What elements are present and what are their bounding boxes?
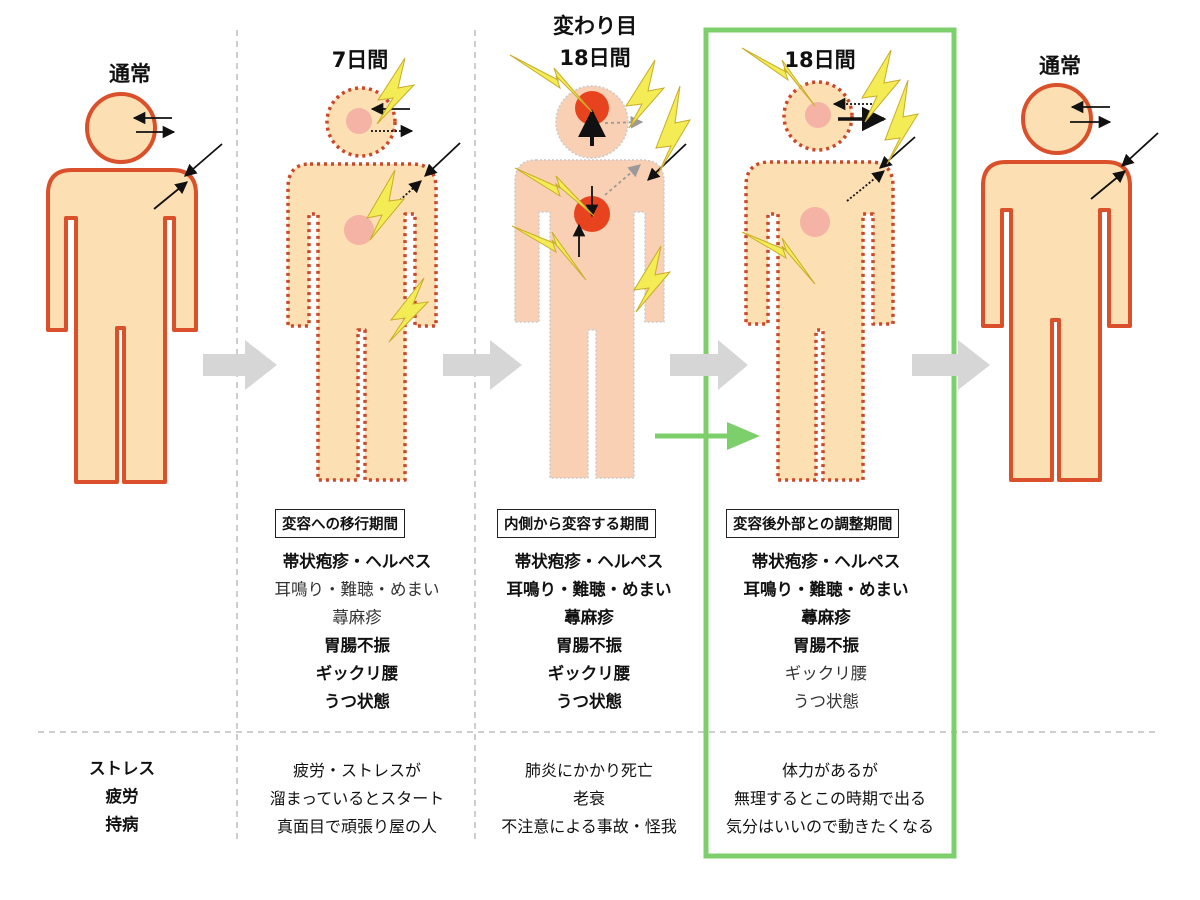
symptom-item: 帯状疱疹・ヘルペス — [469, 548, 709, 576]
heading-transition-top: 変わり目 — [530, 10, 660, 40]
row-labels: ストレス 疲労 持病 — [62, 755, 182, 839]
symptom-item: 胃腸不振 — [237, 632, 477, 660]
row-label-chronic: 持病 — [62, 811, 182, 839]
note-line: 真面目で頑張り屋の人 — [237, 813, 477, 841]
period-label-18days: 変容後外部との調整期間 — [726, 509, 899, 538]
note-line: 無理するとこの時期で出る — [710, 785, 950, 813]
symptom-item: 耳鳴り・難聴・めまい — [237, 576, 477, 604]
figure-18days — [742, 48, 918, 480]
heading-normal-left: 通常 — [80, 58, 180, 88]
period-label-transition: 内側から変容する期間 — [497, 509, 656, 538]
note-line: 老衰 — [469, 785, 709, 813]
heading-normal-right: 通常 — [1010, 50, 1110, 80]
symptom-item: ギックリ腰 — [237, 660, 477, 688]
heading-7days: 7日間 — [305, 44, 415, 74]
note-line: 気分はいいので動きたくなる — [710, 813, 950, 841]
notes-7days: 疲労・ストレスが 溜まっているとスタート 真面目で頑張り屋の人 — [237, 757, 477, 841]
figure-7days — [288, 58, 460, 480]
note-line: 不注意による事故・怪我 — [469, 813, 709, 841]
symptom-item: うつ状態 — [237, 688, 477, 716]
symptom-item: 蕁麻疹 — [237, 604, 477, 632]
note-line: 体力があるが — [710, 757, 950, 785]
symptom-item: うつ状態 — [706, 688, 946, 716]
figure-normal-left — [48, 94, 222, 482]
symptom-item: 帯状疱疹・ヘルペス — [237, 548, 477, 576]
period-label-7days: 変容への移行期間 — [275, 509, 405, 538]
heading-18days: 18日間 — [765, 44, 875, 74]
symptom-item: 胃腸不振 — [469, 632, 709, 660]
symptom-item: 胃腸不振 — [706, 632, 946, 660]
symptom-list-transition: 帯状疱疹・ヘルペス 耳鳴り・難聴・めまい 蕁麻疹 胃腸不振 ギックリ腰 うつ状態 — [469, 548, 709, 716]
figure-transition — [510, 55, 690, 478]
notes-transition: 肺炎にかかり死亡 老衰 不注意による事故・怪我 — [469, 757, 709, 841]
symptom-item: 蕁麻疹 — [706, 604, 946, 632]
heading-transition: 18日間 — [530, 42, 660, 72]
figure-normal-right — [983, 85, 1158, 480]
note-line: 疲労・ストレスが — [237, 757, 477, 785]
note-line: 溜まっているとスタート — [237, 785, 477, 813]
symptom-item: ギックリ腰 — [469, 660, 709, 688]
symptom-item: 耳鳴り・難聴・めまい — [469, 576, 709, 604]
symptom-item: 耳鳴り・難聴・めまい — [706, 576, 946, 604]
symptom-list-7days: 帯状疱疹・ヘルペス 耳鳴り・難聴・めまい 蕁麻疹 胃腸不振 ギックリ腰 うつ状態 — [237, 548, 477, 716]
symptom-item: うつ状態 — [469, 688, 709, 716]
notes-18days: 体力があるが 無理するとこの時期で出る 気分はいいので動きたくなる — [710, 757, 950, 841]
symptom-item: 帯状疱疹・ヘルペス — [706, 548, 946, 576]
note-line: 肺炎にかかり死亡 — [469, 757, 709, 785]
row-label-stress: ストレス — [62, 755, 182, 783]
symptom-list-18days: 帯状疱疹・ヘルペス 耳鳴り・難聴・めまい 蕁麻疹 胃腸不振 ギックリ腰 うつ状態 — [706, 548, 946, 716]
row-label-fatigue: 疲労 — [62, 783, 182, 811]
symptom-item: ギックリ腰 — [706, 660, 946, 688]
symptom-item: 蕁麻疹 — [469, 604, 709, 632]
